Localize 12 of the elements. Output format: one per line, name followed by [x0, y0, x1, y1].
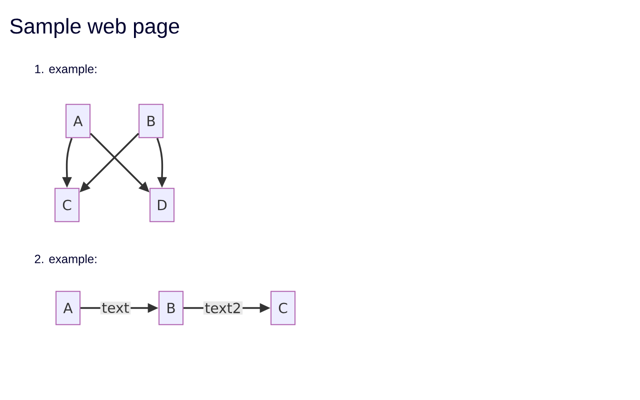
node-box: A [66, 104, 90, 138]
node-box: C [54, 188, 80, 222]
node-box: D [150, 188, 174, 222]
list-label: 2. example: [34, 254, 96, 266]
node-box: A [56, 290, 80, 326]
page-title: Sample web page [10, 18, 180, 38]
list-label: 1. example: [35, 64, 96, 76]
edge-label: text [100, 302, 131, 314]
edge-label: text2 [203, 301, 243, 315]
node-box: C [270, 290, 296, 326]
node-box: B [138, 104, 164, 138]
node-box: B [158, 290, 184, 326]
